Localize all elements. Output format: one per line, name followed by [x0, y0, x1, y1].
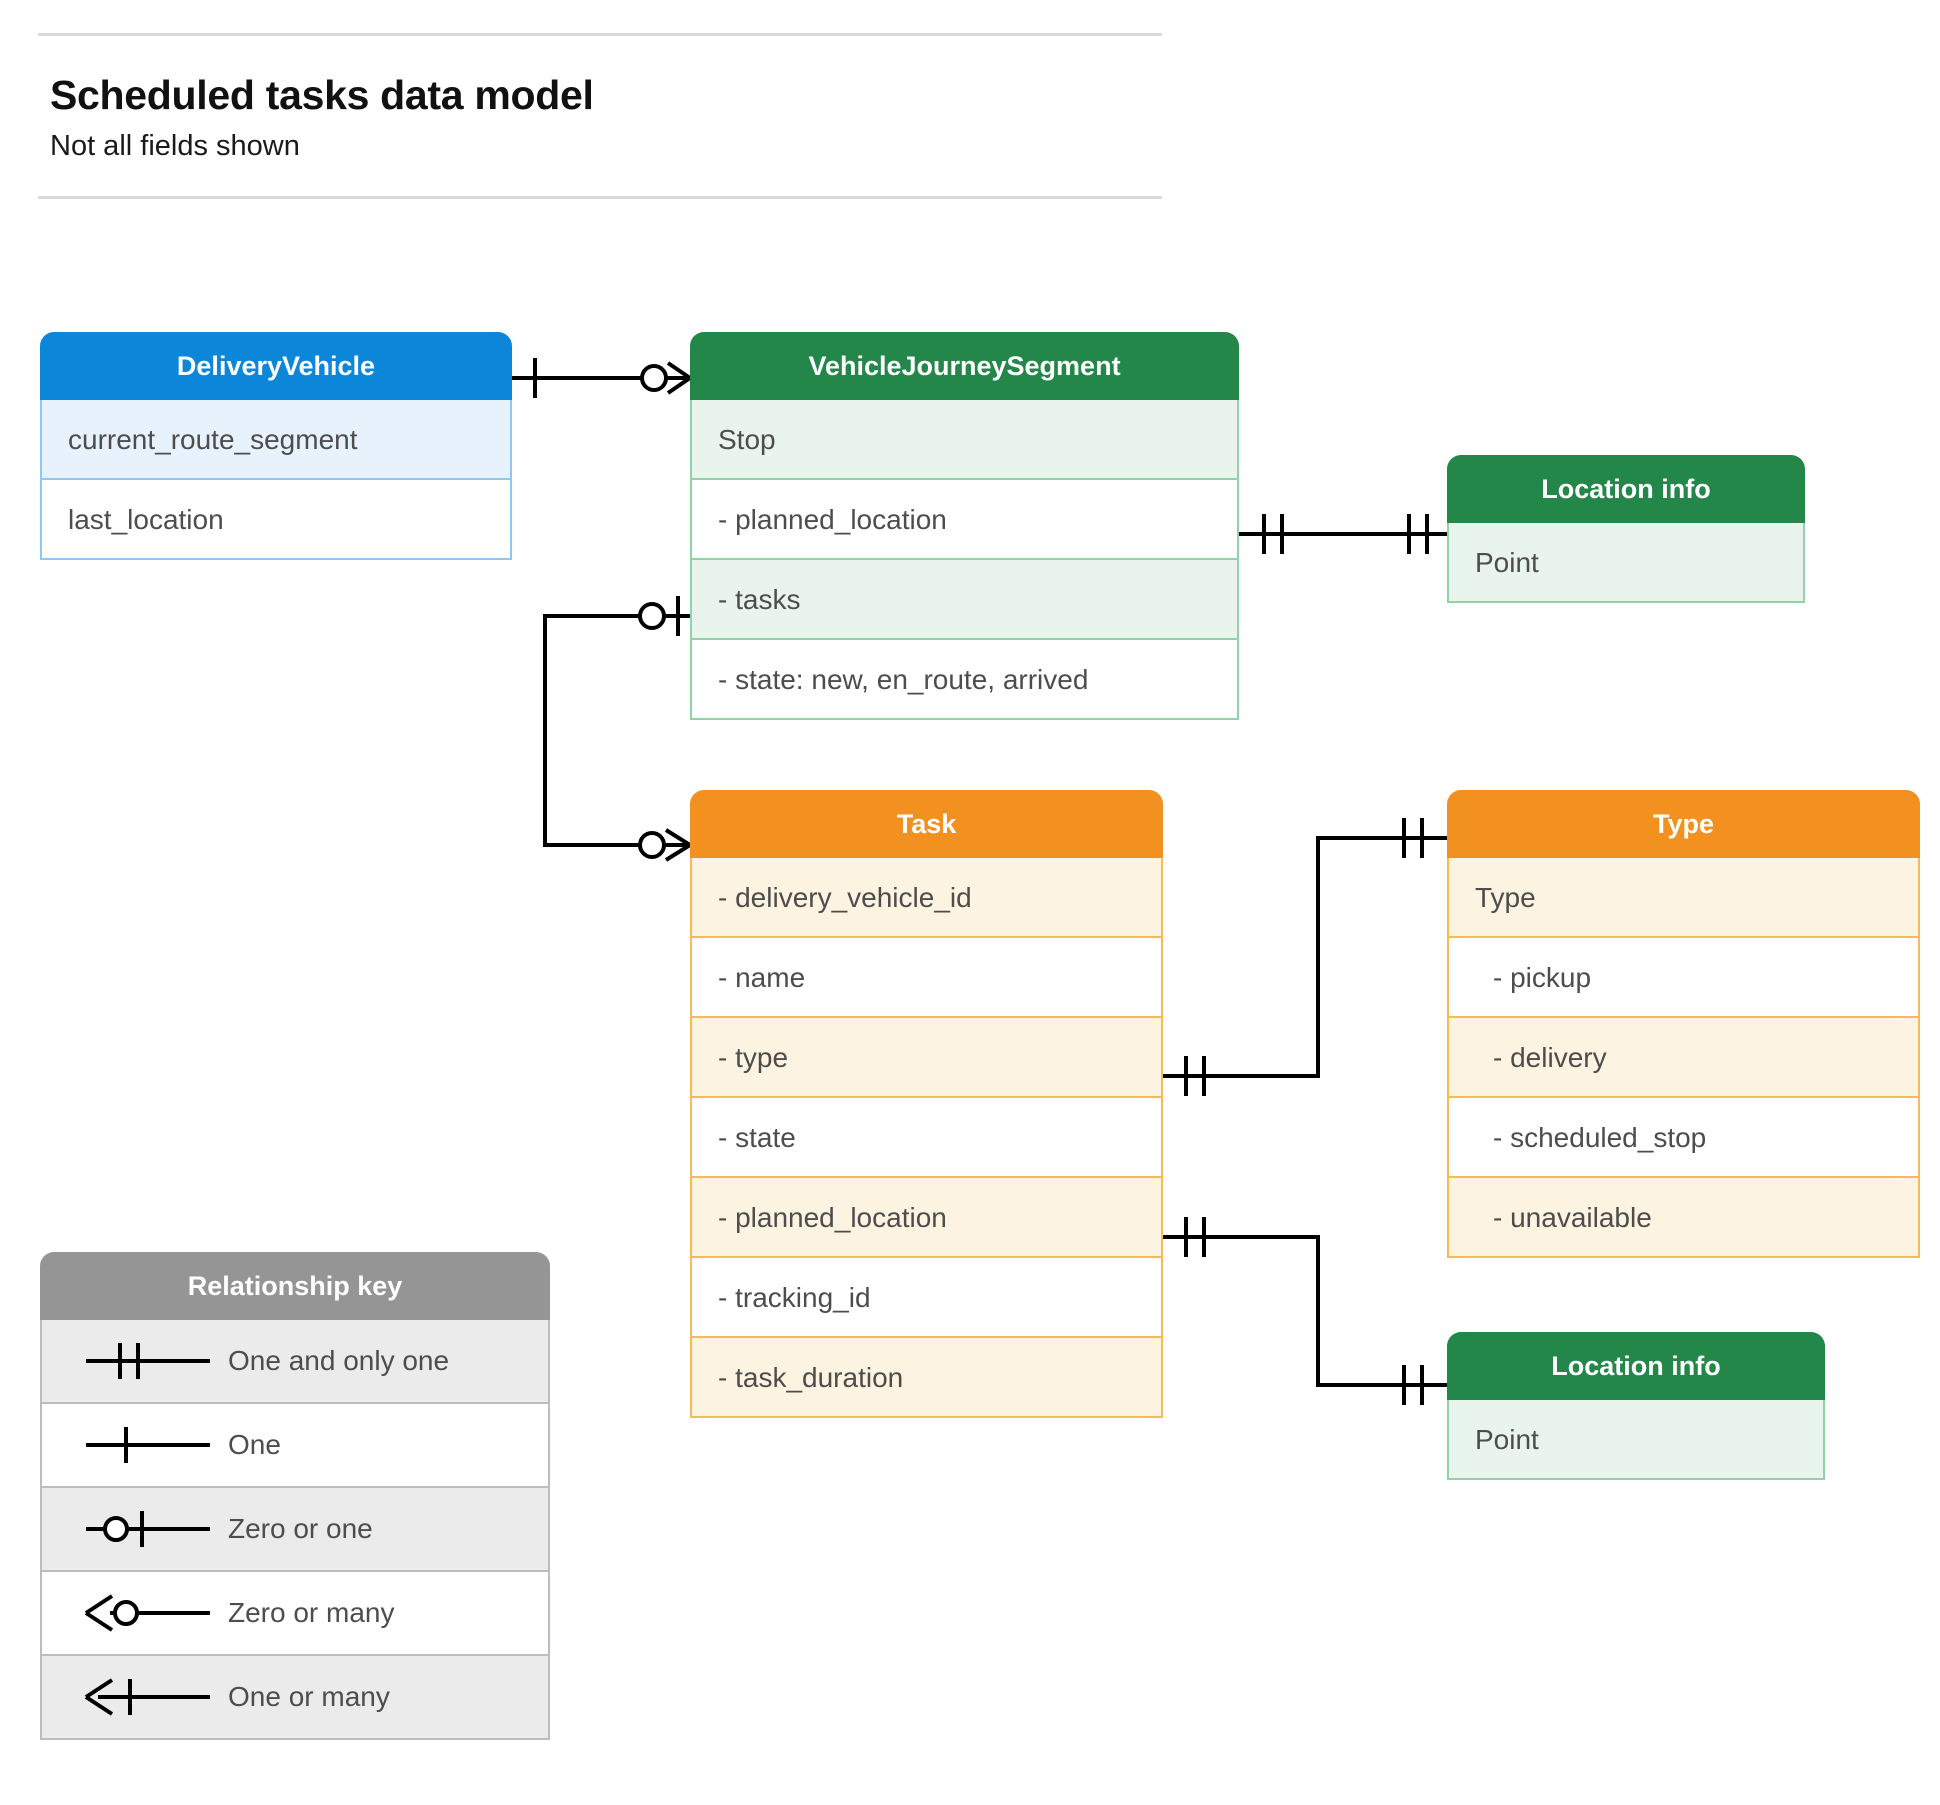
entity-task-title: Task	[690, 790, 1163, 858]
field-segment-state: - state: new, en_route, arrived	[690, 640, 1239, 720]
legend-label-one-or-many: One or many	[228, 1681, 390, 1712]
field-type-unavailable: - unavailable	[1447, 1178, 1920, 1258]
entity-vehicle-journey-segment-title: VehicleJourneySegment	[690, 332, 1239, 400]
field-task-delivery-vehicle-id: - delivery_vehicle_id	[690, 858, 1163, 938]
field-type-scheduled-stop: - scheduled_stop	[1447, 1098, 1920, 1178]
page-subtitle: Not all fields shown	[50, 130, 300, 162]
wire-tasks-to-task	[543, 614, 690, 847]
field-segment-planned-location: - planned_location	[690, 480, 1239, 560]
legend-item-one: One	[40, 1404, 550, 1488]
wire-task-loc-to-locationinfo	[1163, 1235, 1447, 1387]
legend-label-zero-or-many: Zero or many	[228, 1597, 395, 1628]
field-task-type: - type	[690, 1018, 1163, 1098]
field-location-info-bottom-point: Point	[1447, 1400, 1825, 1480]
field-task-task-duration: - task_duration	[690, 1338, 1163, 1418]
field-task-tracking-id: - tracking_id	[690, 1258, 1163, 1338]
header-divider-bottom	[38, 196, 1162, 199]
one-or-many-icon	[68, 1656, 228, 1738]
field-current-route-segment: current_route_segment	[40, 400, 512, 480]
entity-location-info-bottom[interactable]: Location info Point	[1447, 1332, 1825, 1480]
entity-task[interactable]: Task - delivery_vehicle_id - name - type…	[690, 790, 1163, 1418]
legend-label-one-and-only-one: One and only one	[228, 1345, 450, 1376]
field-type-type: Type	[1447, 858, 1920, 938]
legend-item-one-and-only-one: One and only one	[40, 1320, 550, 1404]
legend-item-zero-or-one: Zero or one	[40, 1488, 550, 1572]
page-title: Scheduled tasks data model	[50, 72, 594, 118]
entity-location-info-top[interactable]: Location info Point	[1447, 455, 1805, 603]
field-location-info-top-point: Point	[1447, 523, 1805, 603]
entity-type[interactable]: Type Type - pickup - delivery - schedule…	[1447, 790, 1920, 1258]
field-last-location: last_location	[40, 480, 512, 560]
legend-label-zero-or-one: Zero or one	[228, 1513, 373, 1544]
field-task-state: - state	[690, 1098, 1163, 1178]
entity-delivery-vehicle-title: DeliveryVehicle	[40, 332, 512, 400]
zero-or-many-icon	[68, 1572, 228, 1654]
one-icon	[68, 1404, 228, 1486]
field-stop: Stop	[690, 400, 1239, 480]
legend-title: Relationship key	[40, 1252, 550, 1320]
field-type-pickup: - pickup	[1447, 938, 1920, 1018]
header-divider-top	[38, 33, 1162, 36]
entity-location-info-bottom-title: Location info	[1447, 1332, 1825, 1400]
field-segment-tasks: - tasks	[690, 560, 1239, 640]
legend-item-one-or-many: One or many	[40, 1656, 550, 1740]
field-type-delivery: - delivery	[1447, 1018, 1920, 1098]
legend-relationship-key[interactable]: Relationship key One and only one	[40, 1252, 550, 1740]
entity-type-title: Type	[1447, 790, 1920, 858]
wire-task-type-to-type	[1163, 836, 1447, 1078]
field-task-planned-location: - planned_location	[690, 1178, 1163, 1258]
legend-item-zero-or-many: Zero or many	[40, 1572, 550, 1656]
field-task-name: - name	[690, 938, 1163, 1018]
entity-vehicle-journey-segment[interactable]: VehicleJourneySegment Stop - planned_loc…	[690, 332, 1239, 720]
entity-delivery-vehicle[interactable]: DeliveryVehicle current_route_segment la…	[40, 332, 512, 560]
zero-or-one-icon	[68, 1488, 228, 1570]
entity-location-info-top-title: Location info	[1447, 455, 1805, 523]
one-and-only-one-icon	[68, 1320, 228, 1402]
legend-label-one: One	[228, 1429, 281, 1460]
